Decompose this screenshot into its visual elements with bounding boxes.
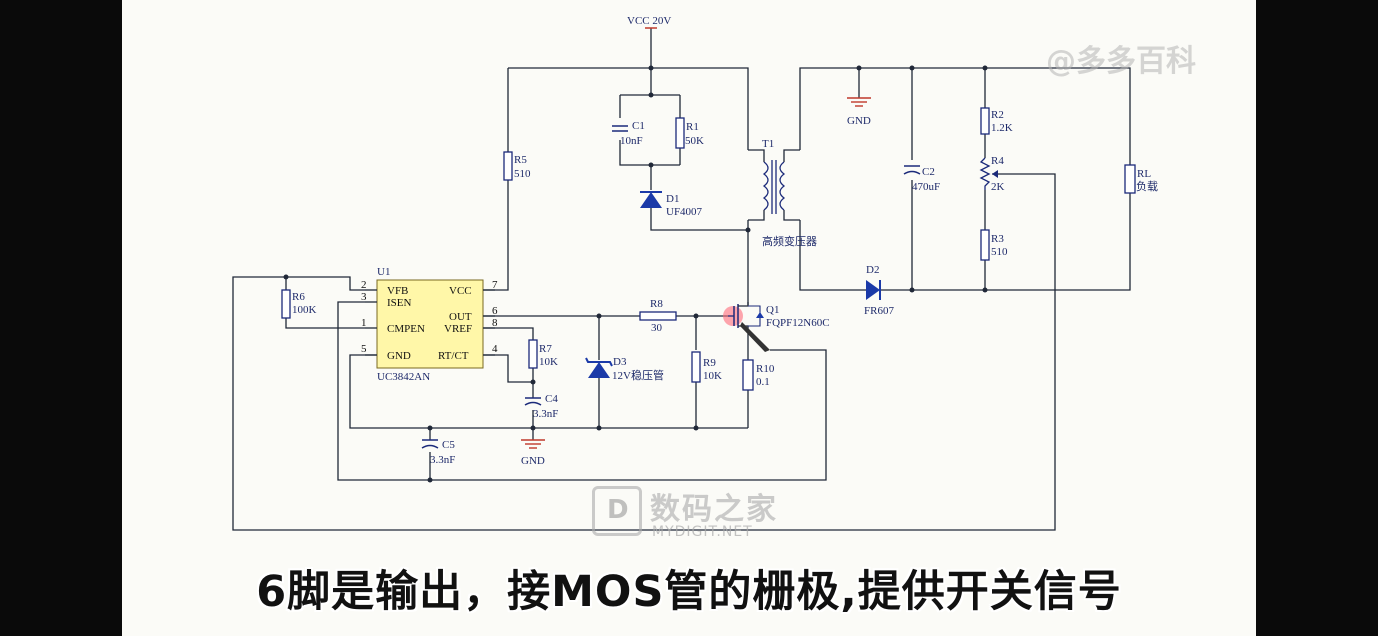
letterbox-right xyxy=(1256,0,1378,636)
svg-text:D1: D1 xyxy=(666,193,679,205)
potentiometer-r4: R4 2K xyxy=(979,155,1005,193)
svg-text:UC3842AN: UC3842AN xyxy=(377,371,430,383)
svg-text:R7: R7 xyxy=(539,343,552,355)
svg-text:2: 2 xyxy=(361,279,367,291)
capacitor-c5: C5 3.3nF xyxy=(421,439,455,466)
svg-text:50K: 50K xyxy=(685,135,704,147)
svg-text:VCC: VCC xyxy=(449,285,472,297)
svg-text:R4: R4 xyxy=(991,155,1004,167)
ic-u1: U1 UC3842AN 2 VFB 3 ISEN 1 CMPEN 5 GND V… xyxy=(361,266,498,383)
svg-text:8: 8 xyxy=(492,317,498,329)
junction-dots xyxy=(283,65,988,483)
svg-text:12V稳压管: 12V稳压管 xyxy=(612,368,664,382)
svg-text:3.3nF: 3.3nF xyxy=(430,454,455,466)
svg-text:D3: D3 xyxy=(613,356,627,368)
svg-text:Q1: Q1 xyxy=(766,304,779,316)
svg-text:510: 510 xyxy=(514,168,531,180)
svg-text:100K: 100K xyxy=(292,304,317,316)
svg-text:RL: RL xyxy=(1137,168,1151,180)
logo-chinese-text: 数码之家 xyxy=(650,492,778,527)
svg-text:C4: C4 xyxy=(545,393,558,405)
video-subtitle: 6脚是输出，接MOS管的栅极,提供开关信号 xyxy=(256,567,1122,617)
resistor-r6: R6 100K xyxy=(281,289,317,319)
resistor-r10: R10 0.1 xyxy=(742,359,775,391)
capacitor-c4: C4 3.3nF xyxy=(524,393,558,420)
capacitor-c1: C1 10nF xyxy=(612,120,645,147)
resistor-r9: R9 10K xyxy=(691,351,722,383)
svg-text:UF4007: UF4007 xyxy=(666,206,703,218)
svg-text:2K: 2K xyxy=(991,181,1005,193)
svg-text:负载: 负载 xyxy=(1136,179,1158,193)
svg-text:10K: 10K xyxy=(539,356,558,368)
watermark-text: @多多百科 xyxy=(1046,44,1196,79)
svg-text:R2: R2 xyxy=(991,109,1004,121)
svg-text:C2: C2 xyxy=(922,166,935,178)
gnd-symbol-primary: GND xyxy=(521,439,545,467)
site-logo: D 数码之家 MYDIGIT.NET xyxy=(592,484,792,544)
svg-text:OUT: OUT xyxy=(449,311,472,323)
svg-text:6: 6 xyxy=(492,305,498,317)
resistor-r1: R1 50K xyxy=(675,117,704,149)
svg-text:470uF: 470uF xyxy=(912,181,940,193)
gnd-symbol-secondary: GND xyxy=(847,97,871,127)
svg-text:D2: D2 xyxy=(866,264,879,276)
logo-letter: D xyxy=(607,495,629,525)
svg-text:FR607: FR607 xyxy=(864,305,894,317)
diode-d2: D2 FR607 xyxy=(864,264,894,317)
resistor-r2: R2 1.2K xyxy=(980,107,1013,135)
pointer-cursor-icon xyxy=(740,322,770,352)
svg-text:5: 5 xyxy=(361,343,367,355)
svg-text:C5: C5 xyxy=(442,439,455,451)
mosfet-q1: Q1 FQPF12N60C xyxy=(723,302,830,352)
svg-text:R10: R10 xyxy=(756,363,775,375)
svg-text:0.1: 0.1 xyxy=(756,376,770,388)
svg-text:R5: R5 xyxy=(514,154,527,166)
svg-text:C1: C1 xyxy=(632,120,645,132)
svg-text:3.3nF: 3.3nF xyxy=(533,408,558,420)
svg-text:T1: T1 xyxy=(762,138,774,150)
letterbox-left xyxy=(0,0,122,636)
svg-text:1: 1 xyxy=(361,317,367,329)
resistor-rl: RL 负载 xyxy=(1124,164,1158,194)
gnd-label-primary: GND xyxy=(521,455,545,467)
vcc-symbol: VCC 20V xyxy=(627,15,671,29)
svg-text:GND: GND xyxy=(387,350,411,362)
svg-text:VREF: VREF xyxy=(444,323,472,335)
svg-text:ISEN: ISEN xyxy=(387,297,412,309)
svg-text:R3: R3 xyxy=(991,233,1004,245)
svg-text:1.2K: 1.2K xyxy=(991,122,1013,134)
svg-text:R9: R9 xyxy=(703,357,716,369)
svg-text:R8: R8 xyxy=(650,298,663,310)
transformer-t1: T1 高频变压器 xyxy=(748,138,817,248)
svg-text:U1: U1 xyxy=(377,266,390,278)
svg-text:RT/CT: RT/CT xyxy=(438,350,469,362)
resistor-r3: R3 510 xyxy=(980,229,1008,261)
resistor-r8: R8 30 xyxy=(639,298,677,334)
svg-text:3: 3 xyxy=(361,291,367,303)
svg-text:10nF: 10nF xyxy=(620,135,643,147)
zener-d3: D3 12V稳压管 xyxy=(585,356,664,382)
svg-text:30: 30 xyxy=(651,322,663,334)
svg-text:510: 510 xyxy=(991,246,1008,258)
svg-text:VFB: VFB xyxy=(387,285,408,297)
capacitor-c2: C2 470uF xyxy=(903,165,940,193)
resistor-r5: R5 510 xyxy=(503,151,531,181)
gnd-label-secondary: GND xyxy=(847,115,871,127)
svg-text:FQPF12N60C: FQPF12N60C xyxy=(766,317,830,329)
svg-text:R1: R1 xyxy=(686,121,699,133)
resistor-r7: R7 10K xyxy=(528,339,558,369)
logo-english-text: MYDIGIT.NET xyxy=(652,524,753,540)
svg-text:R6: R6 xyxy=(292,291,305,303)
svg-text:7: 7 xyxy=(492,279,498,291)
logo-mark: D xyxy=(592,486,642,536)
svg-text:高频变压器: 高频变压器 xyxy=(762,234,817,248)
vcc-label: VCC 20V xyxy=(627,15,671,27)
wires xyxy=(232,28,1131,531)
svg-text:CMPEN: CMPEN xyxy=(387,323,425,335)
svg-text:4: 4 xyxy=(492,343,498,355)
svg-text:10K: 10K xyxy=(703,370,722,382)
diode-d1: D1 UF4007 xyxy=(640,191,703,218)
